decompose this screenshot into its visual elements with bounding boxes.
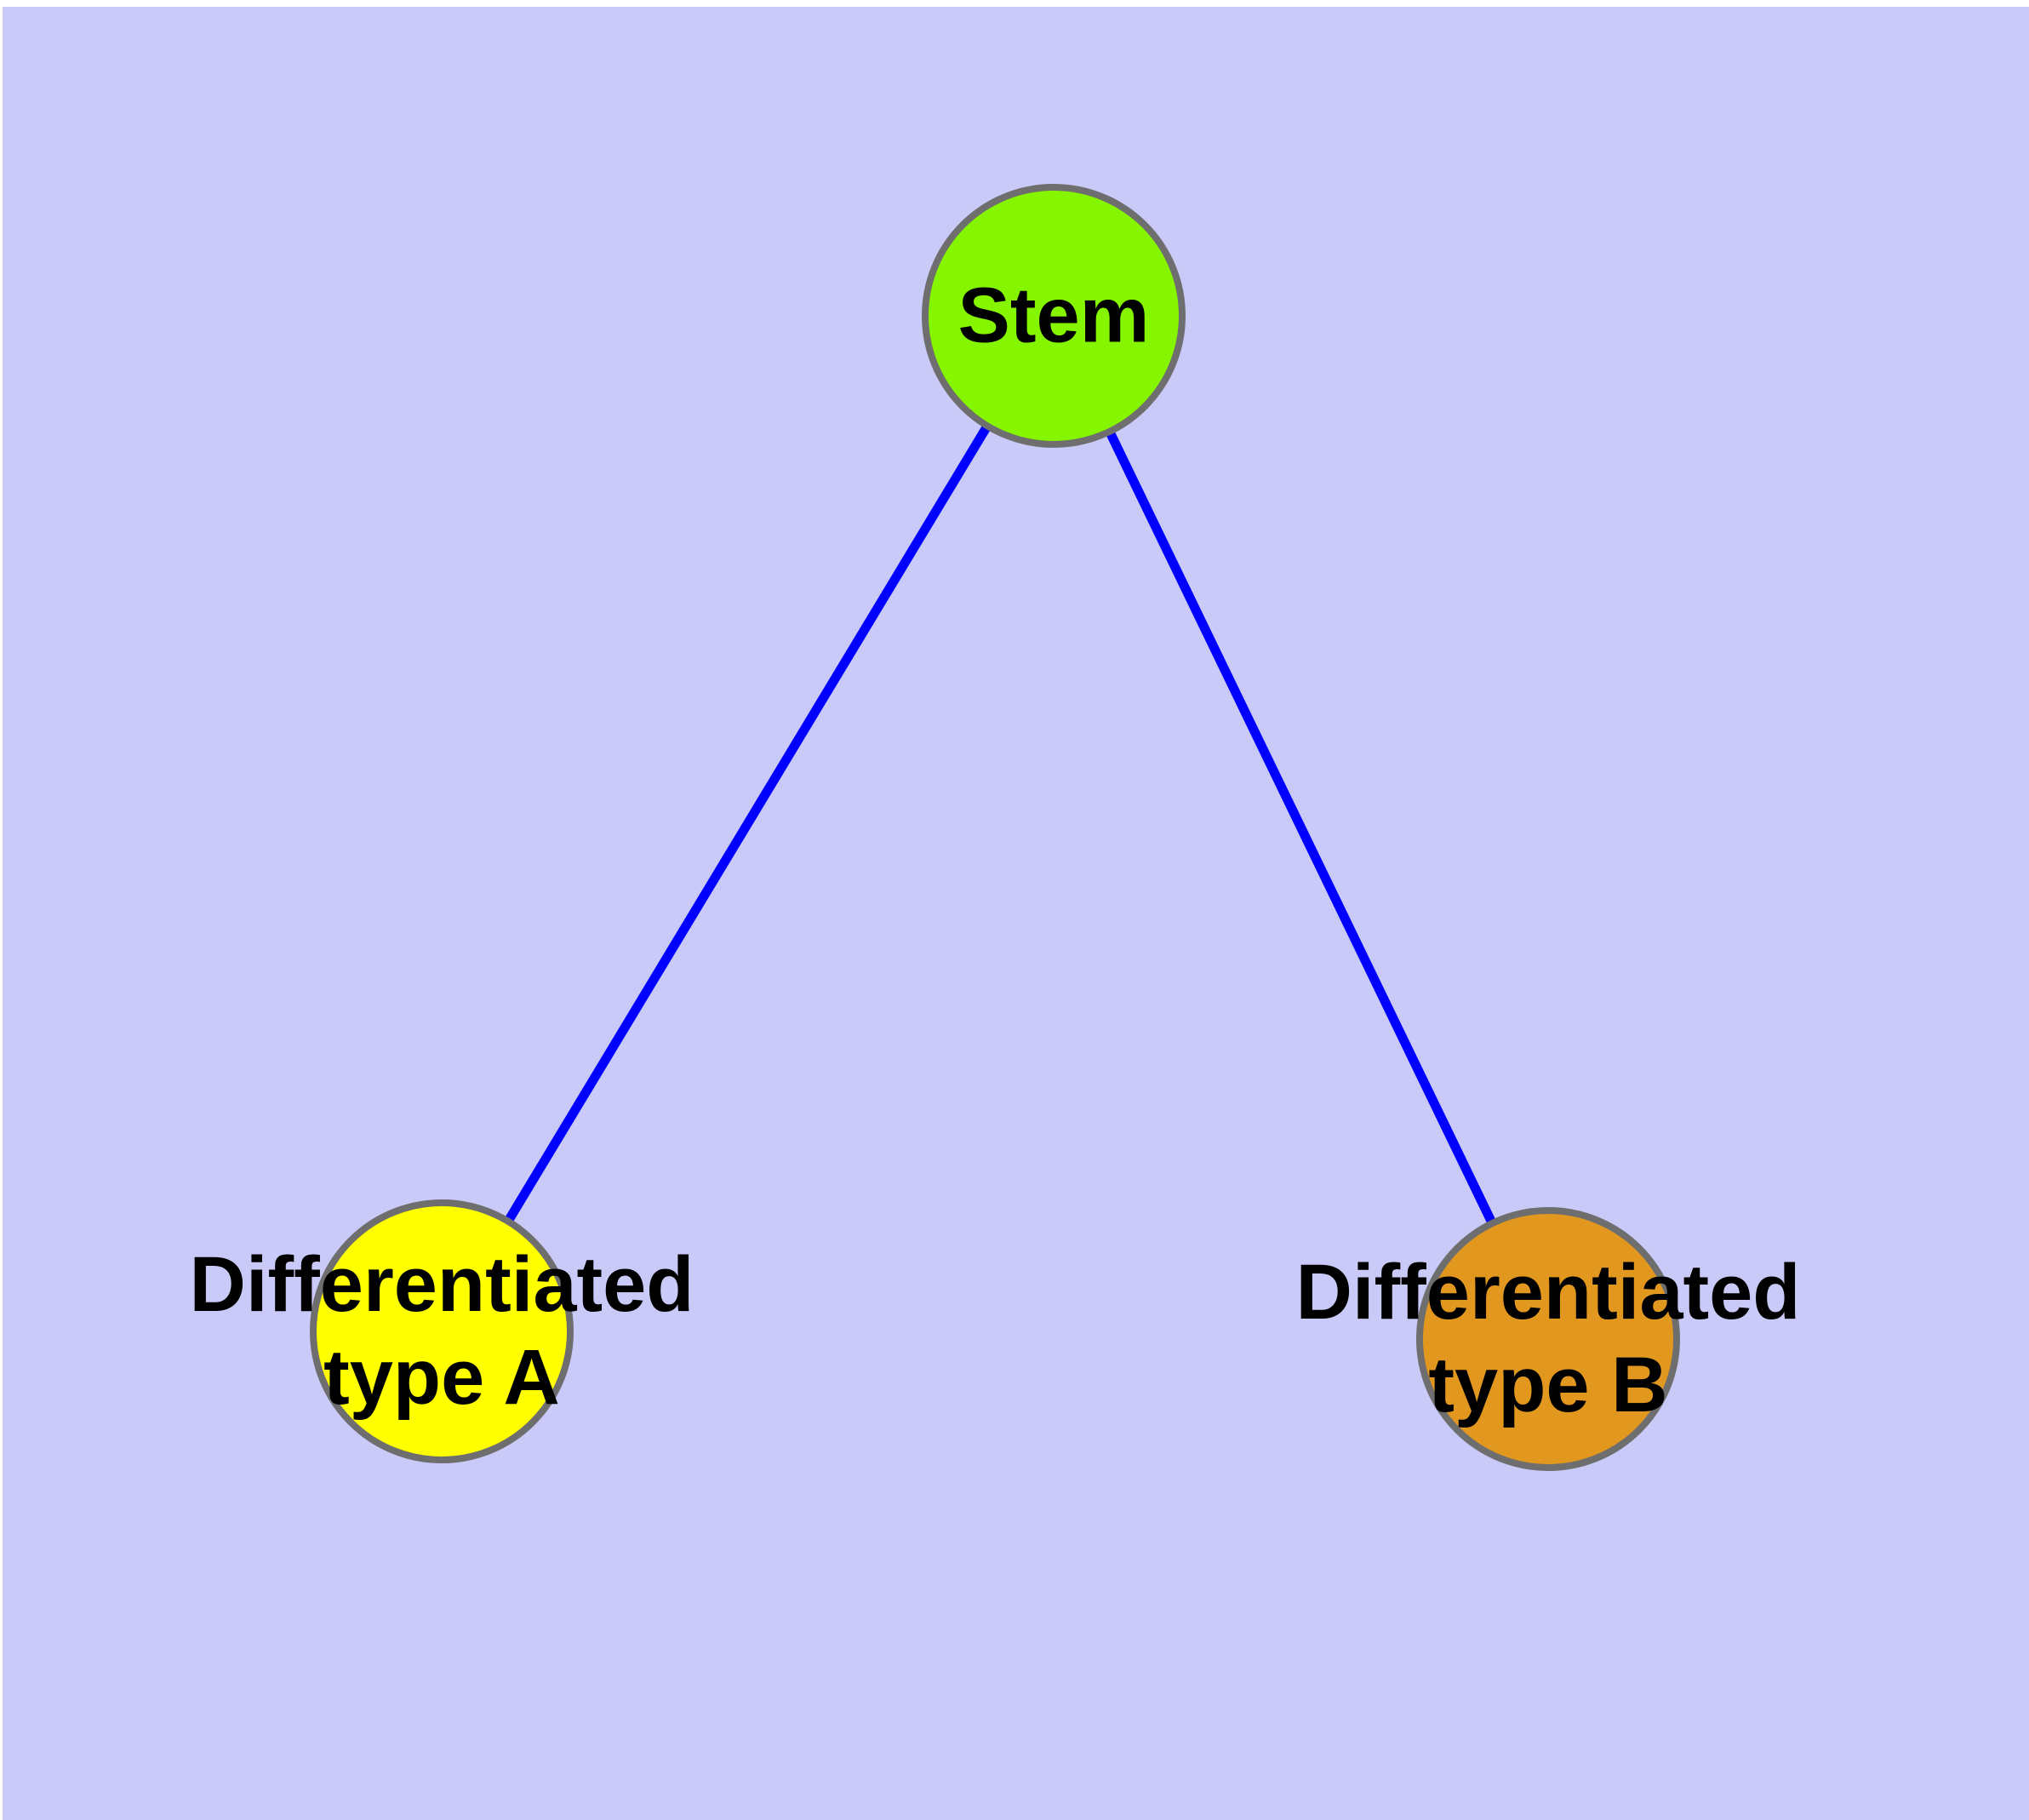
node-label-text: Differentiated bbox=[189, 1241, 694, 1328]
graph-node-diff-b bbox=[1416, 1207, 1680, 1471]
graph-node-stem bbox=[922, 184, 1186, 448]
node-label-differentiated-type-b: Differentiated type B bbox=[1296, 1246, 1801, 1432]
graph-edge-stem-diff-b bbox=[1049, 313, 1552, 1342]
graph-edge-stem-diff-a bbox=[437, 313, 1058, 1334]
node-label-differentiated-type-a: Differentiated type A bbox=[190, 1239, 694, 1424]
node-label-text: Stem bbox=[957, 272, 1150, 359]
node-label-stem: Stem bbox=[958, 270, 1150, 363]
node-label-text: Differentiated bbox=[1295, 1249, 1801, 1336]
graph-node-diff-a bbox=[310, 1199, 574, 1463]
node-label-text: type A bbox=[323, 1334, 560, 1421]
node-label-text: type B bbox=[1428, 1342, 1668, 1428]
